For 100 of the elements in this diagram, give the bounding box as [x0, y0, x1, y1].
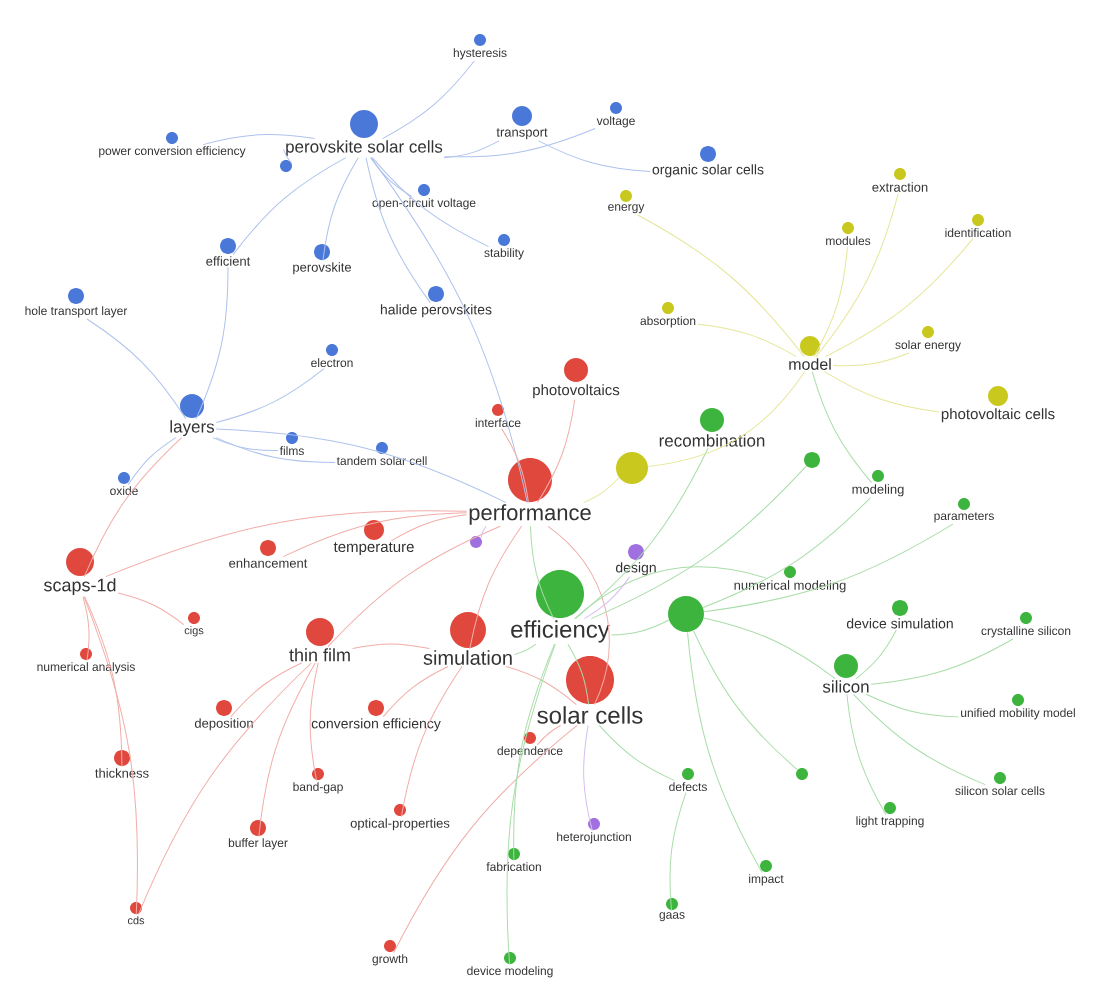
link-line: [443, 140, 500, 159]
node-circle: [668, 596, 704, 632]
link-line: [195, 266, 229, 420]
link-line: [703, 523, 954, 613]
link-line: [480, 525, 487, 539]
link-line: [702, 497, 871, 608]
link-line: [382, 60, 475, 140]
link-line: [370, 157, 528, 504]
node-circle: [804, 452, 820, 468]
link-line: [870, 638, 1014, 685]
link-line: [322, 157, 359, 262]
keyword-node: efficiency: [511, 570, 610, 643]
link-line: [371, 157, 490, 248]
keyword-node: recombination: [659, 408, 765, 447]
link-line: [215, 437, 336, 463]
link-line: [815, 192, 899, 358]
node-label: perovskite solar cells: [286, 140, 443, 157]
link-line: [282, 512, 468, 558]
link-line: [212, 437, 279, 451]
link-line: [84, 596, 123, 768]
link-line: [513, 643, 556, 862]
node-label: performance: [469, 504, 591, 525]
link-line: [567, 643, 590, 706]
keyword-node: performance: [469, 458, 591, 525]
link-line: [258, 662, 316, 838]
link-line: [537, 399, 576, 504]
link-line: [365, 157, 431, 304]
link-line: [83, 437, 183, 578]
link-line: [824, 238, 974, 358]
keyword-node: perovskite solar cells: [286, 110, 443, 157]
link-line: [506, 643, 556, 966]
keyword-node: thin film: [289, 618, 350, 662]
link-line: [687, 631, 763, 874]
node-circle: [616, 452, 648, 484]
link-line: [692, 630, 798, 771]
link-line: [202, 134, 316, 146]
link-line: [232, 157, 347, 256]
link-line: [537, 724, 562, 746]
link-line: [400, 666, 463, 818]
link-line: [574, 566, 769, 620]
link-line: [469, 525, 523, 650]
keyword-node: solar cells: [537, 656, 643, 724]
node-label: scaps-1d: [43, 578, 116, 595]
link-line: [382, 666, 449, 718]
link-line: [547, 525, 610, 706]
link-line: [117, 592, 185, 626]
link-line: [855, 629, 897, 680]
link-line: [832, 352, 910, 367]
link-line: [697, 323, 797, 358]
link-line: [370, 157, 413, 198]
link-line: [230, 662, 302, 718]
node-label: layers: [170, 420, 215, 437]
link-line: [391, 514, 468, 542]
link-line: [530, 525, 555, 620]
link-line: [137, 662, 312, 916]
node-label: recombination: [659, 434, 765, 447]
link-line: [215, 428, 507, 504]
link-line: [846, 693, 887, 816]
link-line: [501, 428, 529, 504]
link-line: [444, 128, 596, 158]
node-label: simulation: [423, 650, 512, 665]
link-line: [283, 148, 293, 164]
link-line: [215, 368, 325, 423]
link-line: [352, 643, 430, 650]
link-line: [813, 246, 848, 358]
link-line: [393, 724, 578, 954]
node-label: silicon: [822, 680, 869, 693]
keyword-node: silicon: [822, 654, 869, 693]
link-line: [83, 596, 139, 916]
link-line: [584, 576, 631, 620]
link-line: [703, 617, 836, 680]
link-line: [82, 596, 90, 662]
link-line: [538, 140, 651, 172]
link-line: [590, 465, 807, 620]
node-label: solar cells: [537, 706, 643, 724]
link-line: [309, 662, 319, 782]
node-label: model: [789, 358, 831, 370]
node-label: thin film: [289, 648, 350, 662]
node-label: efficiency: [511, 620, 610, 643]
link-line: [669, 792, 687, 912]
link-line: [811, 371, 872, 484]
link-line: [647, 371, 806, 467]
keyword-node: layers: [170, 394, 215, 437]
link-line: [105, 510, 468, 578]
link-line: [575, 447, 709, 620]
link-line: [865, 693, 960, 718]
link-line: [824, 371, 940, 413]
link-line: [514, 643, 537, 655]
link-line: [505, 666, 577, 706]
keyword-node: scaps-1d: [44, 548, 116, 595]
keyword-node: simulation: [423, 612, 512, 665]
link-line: [853, 693, 986, 786]
link-line: [583, 724, 593, 832]
link-line: [86, 318, 187, 420]
link-line: [127, 437, 177, 486]
link-line: [327, 525, 501, 648]
link-line: [583, 477, 620, 504]
link-line: [598, 724, 676, 782]
link-line: [636, 214, 805, 358]
keyword-node: model: [789, 336, 831, 370]
